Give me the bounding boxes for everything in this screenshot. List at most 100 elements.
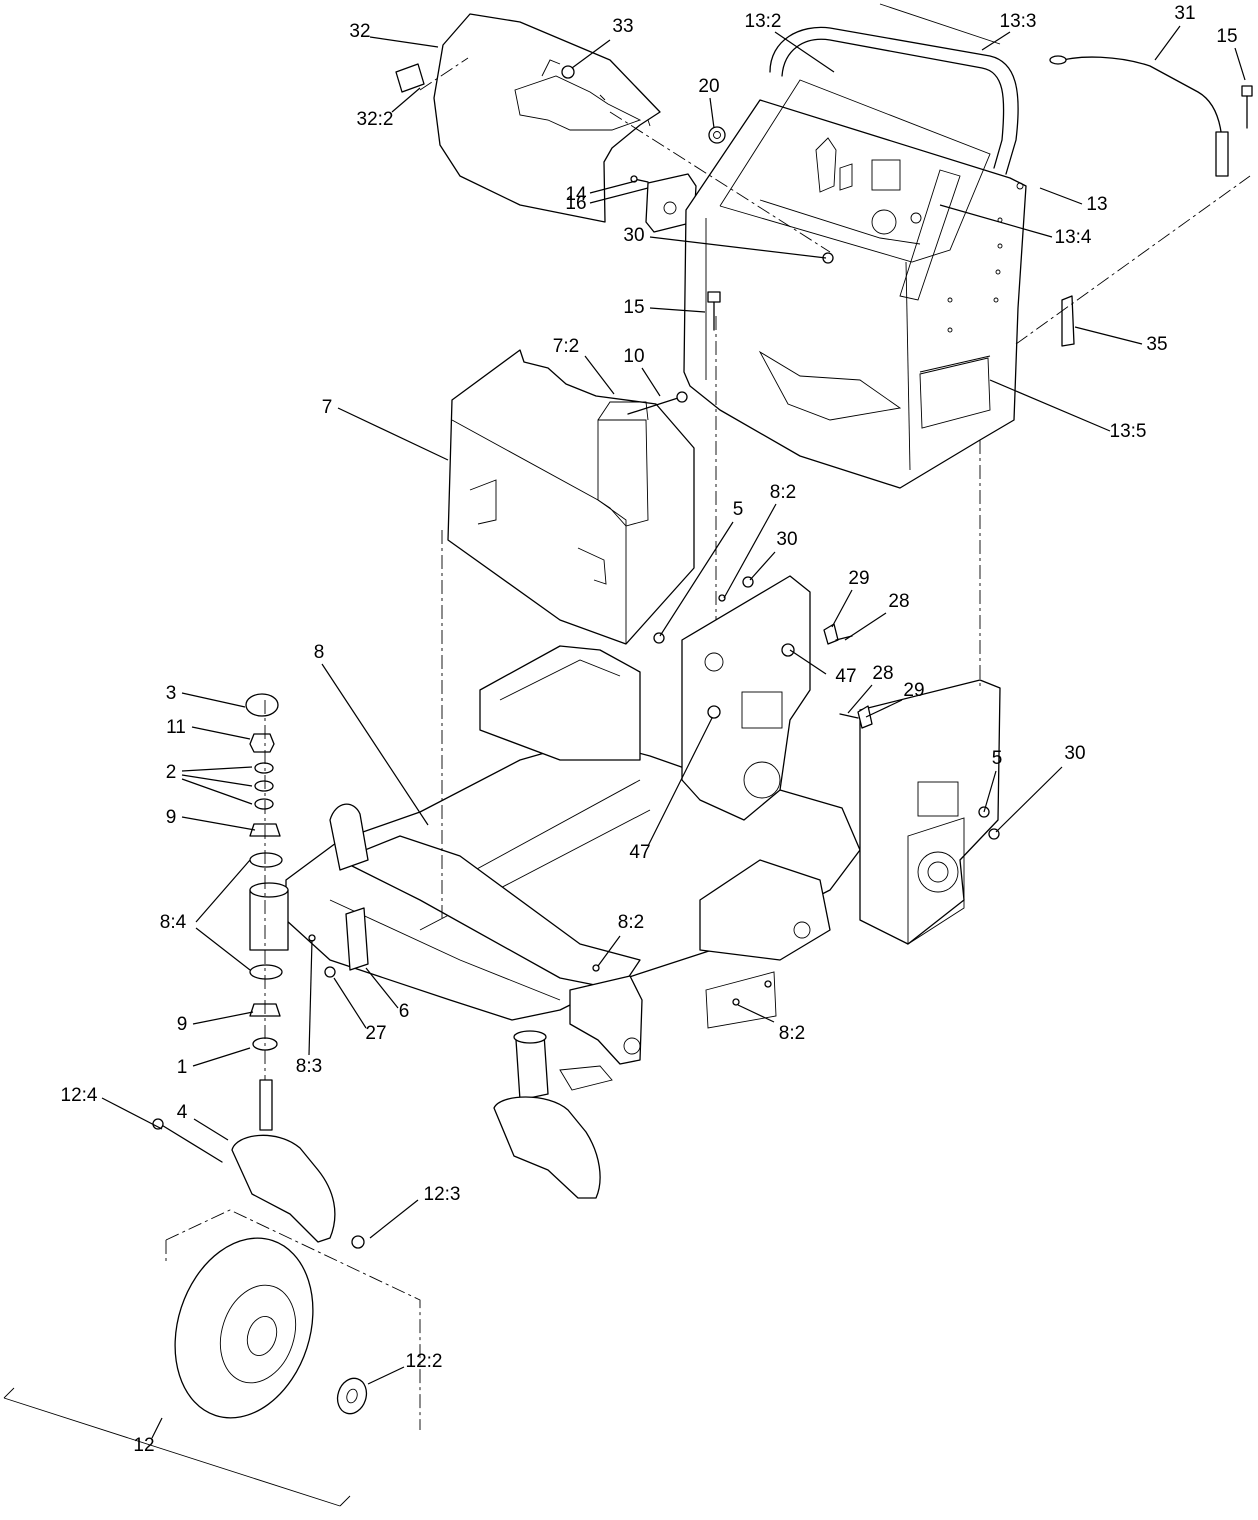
leader-line — [367, 1366, 405, 1385]
part-27-nut — [324, 966, 336, 978]
callout-label: 10 — [623, 346, 644, 367]
callout-13-3: 13:3 — [981, 11, 1036, 51]
callout-label: 27 — [365, 1023, 386, 1044]
leader-line — [981, 31, 1011, 51]
callout-14: 14 — [565, 180, 637, 205]
leader-line — [995, 766, 1063, 833]
part-33-nut — [561, 65, 575, 79]
callout-31: 31 — [1154, 3, 1196, 61]
leader-line — [831, 589, 853, 628]
leader-line — [647, 717, 713, 847]
leader-line — [589, 187, 649, 204]
leader-line-extra — [181, 774, 253, 787]
callout-9a: 9 — [166, 807, 256, 831]
leader-line — [369, 36, 439, 48]
leader-line — [369, 1199, 419, 1239]
part-15-bolt-mid — [707, 291, 721, 331]
part-12-3-nut — [351, 1235, 365, 1249]
leader-line — [659, 521, 734, 637]
callout-6: 6 — [365, 967, 409, 1022]
callout-47a: 47 — [789, 649, 857, 687]
leader-line — [365, 967, 399, 1009]
part-caster-right — [493, 1030, 601, 1199]
callout-15b: 15 — [623, 297, 706, 318]
callout-8-2c: 8:2 — [737, 1004, 805, 1044]
callout-label: 8:3 — [296, 1056, 322, 1077]
callout-label: 1 — [177, 1057, 188, 1078]
callout-label: 32:2 — [357, 109, 394, 130]
callout-32: 32 — [349, 21, 439, 48]
part-8-4-race-bottom — [249, 964, 283, 980]
part-8-main-frame — [285, 575, 1001, 1091]
callout-3: 3 — [166, 683, 246, 708]
callout-8: 8 — [314, 642, 429, 826]
part-2-washers — [254, 762, 274, 810]
leader-line — [195, 859, 251, 923]
callout-27: 27 — [333, 977, 387, 1044]
callout-12-2: 12:2 — [367, 1351, 442, 1385]
callout-7-2: 7:2 — [553, 336, 615, 395]
callout-15a: 15 — [1216, 26, 1246, 81]
callout-label: 15 — [1216, 26, 1237, 47]
callout-label: 30 — [776, 529, 797, 550]
leader-line — [181, 692, 246, 708]
callout-label: 8:2 — [770, 482, 796, 503]
part-47-nut-a — [781, 643, 795, 657]
callout-label: 9 — [166, 807, 177, 828]
leader-line — [1234, 47, 1246, 81]
callout-29b: 29 — [865, 680, 925, 718]
callout-47b: 47 — [629, 717, 713, 863]
callout-label: 7 — [322, 397, 333, 418]
callout-13-4: 13:4 — [939, 204, 1092, 248]
part-8-2-stud-a — [718, 594, 726, 602]
callout-5b: 5 — [983, 748, 1003, 813]
callout-label: 7:2 — [553, 336, 579, 357]
callout-label: 13:2 — [745, 11, 782, 32]
leader-line — [1154, 25, 1181, 61]
callout-label: 47 — [835, 666, 856, 687]
part-20-grommet — [708, 126, 726, 144]
leader-line — [844, 612, 887, 641]
leader-line — [191, 726, 251, 740]
leader-line-extra — [181, 778, 253, 805]
leader-line — [337, 407, 449, 461]
leader-line-extra — [195, 927, 251, 971]
callout-2: 2 — [166, 762, 253, 783]
part-12-4-axle-bolt — [152, 1118, 223, 1163]
leader-line — [1039, 187, 1083, 205]
leader-line — [308, 939, 313, 1056]
callout-label: 9 — [177, 1014, 188, 1035]
callout-label: 12 — [133, 1435, 154, 1456]
callout-label: 13:5 — [1110, 421, 1147, 442]
callout-label: 15 — [623, 297, 644, 318]
leader-line — [589, 180, 637, 194]
callout-10: 10 — [623, 346, 661, 397]
callout-8-3: 8:3 — [296, 939, 322, 1077]
callout-label: 3 — [166, 683, 177, 704]
part-32-cover-panel — [395, 13, 661, 223]
callout-label: 13:4 — [1055, 227, 1092, 248]
callout-30c: 30 — [995, 743, 1086, 833]
callout-label: 20 — [698, 76, 719, 97]
part-8-4-race-top — [249, 852, 283, 868]
callout-label: 8:2 — [779, 1023, 805, 1044]
leader-line — [181, 816, 256, 831]
callout-30a: 30 — [623, 225, 827, 259]
callout-label: 30 — [623, 225, 644, 246]
part-31-cable — [1049, 55, 1229, 177]
part-12-2-bearing — [336, 1377, 368, 1415]
part-13-console — [683, 3, 1027, 489]
callout-12-4: 12:4 — [61, 1085, 163, 1130]
callout-20: 20 — [698, 76, 720, 129]
callout-label: 5 — [992, 748, 1003, 769]
leader-line — [193, 1118, 229, 1141]
part-3-cap — [245, 693, 279, 717]
leader-line — [847, 684, 873, 714]
part-7-rear-cover — [447, 349, 695, 645]
part-6-plate — [345, 907, 369, 971]
callout-label: 29 — [903, 680, 924, 701]
leader-line — [192, 1011, 254, 1025]
callout-label: 12:4 — [61, 1085, 98, 1106]
callout-28a: 28 — [844, 591, 910, 641]
